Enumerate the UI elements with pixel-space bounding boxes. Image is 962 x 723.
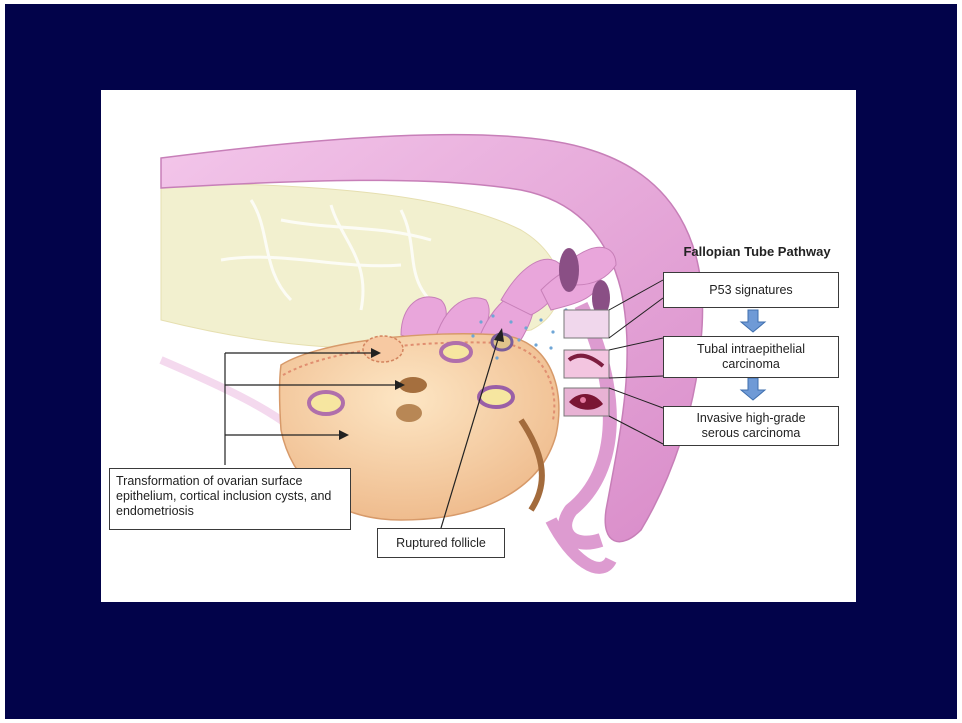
tube-lower-fold (565, 305, 610, 543)
ruptured-follicle-text: Ruptured follicle (396, 536, 486, 551)
pathway-step-label: Invasive high-grade serous carcinoma (664, 411, 838, 441)
ruptured-follicle-label: Ruptured follicle (377, 528, 505, 558)
ovarian-transformation-label: Transformation of ovarian surface epithe… (109, 468, 351, 530)
slide-background: Fallopian Tube Pathway P53 signatures Tu… (5, 4, 957, 719)
pathway-step-label: Tubal intraepithelial carcinoma (664, 342, 838, 372)
pathway-step-stic: Tubal intraepithelial carcinoma (663, 336, 839, 378)
pathway-step-p53: P53 signatures (663, 272, 839, 308)
ovarian-transformation-text: Transformation of ovarian surface epithe… (116, 474, 331, 518)
pathogenesis-figure: Fallopian Tube Pathway P53 signatures Tu… (101, 90, 856, 602)
pathway-step-hgsc: Invasive high-grade serous carcinoma (663, 406, 839, 446)
pathway-step-label: P53 signatures (709, 283, 792, 298)
tube-lesions (564, 310, 609, 416)
pathway-title: Fallopian Tube Pathway (667, 244, 847, 259)
